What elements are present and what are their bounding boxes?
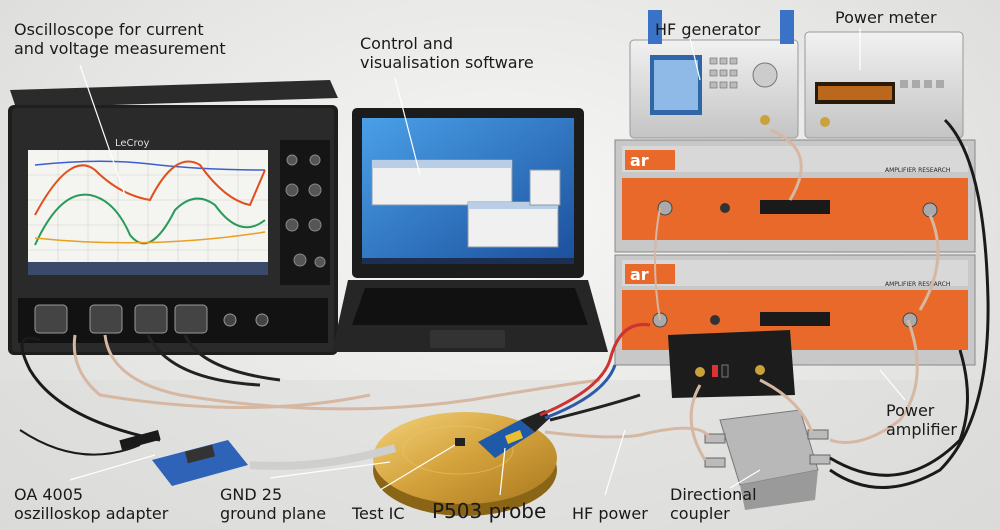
label-adapter: OA 4005 oszilloskop adapter [14,485,169,523]
label-coupler: Directional coupler [670,485,757,523]
label-hf-power: HF power [572,504,648,523]
amp-logo-top: ar [630,151,649,170]
power-amplifier-bottom: ar AMPLIFIER RESEARCH [614,254,976,366]
power-meter [804,31,964,139]
label-power-amplifier: Power amplifier [886,401,957,439]
amp-brand-bottom: AMPLIFIER RESEARCH [885,281,950,288]
label-probe: P503 probe [432,499,547,523]
trace-orange [34,231,266,244]
label-hf-generator: HF generator [655,20,761,39]
label-power-meter: Power meter [835,8,937,27]
test-ic-chip [455,438,465,446]
leader-lines [69,28,906,496]
scope-brand-text: LeCroy [115,138,150,149]
laptop [332,108,608,352]
oa4005-adapter [119,429,248,486]
trace-blue [34,160,266,171]
power-amplifier-top: ar AMPLIFIER RESEARCH [614,139,976,253]
directional-coupler [704,409,831,510]
label-ground-plane: GND 25 ground plane [220,485,327,523]
trace-red [34,160,266,216]
label-software: Control and visualisation software [360,34,534,72]
amp-brand-top: AMPLIFIER RESEARCH [885,167,950,174]
hf-generator [629,10,799,139]
label-oscilloscope: Oscilloscope for current and voltage mea… [14,20,226,58]
label-test-ic: Test IC [352,504,405,523]
amp-logo-bottom: ar [630,265,649,284]
oscilloscope: LeCroy [8,80,338,355]
cables [19,118,990,489]
